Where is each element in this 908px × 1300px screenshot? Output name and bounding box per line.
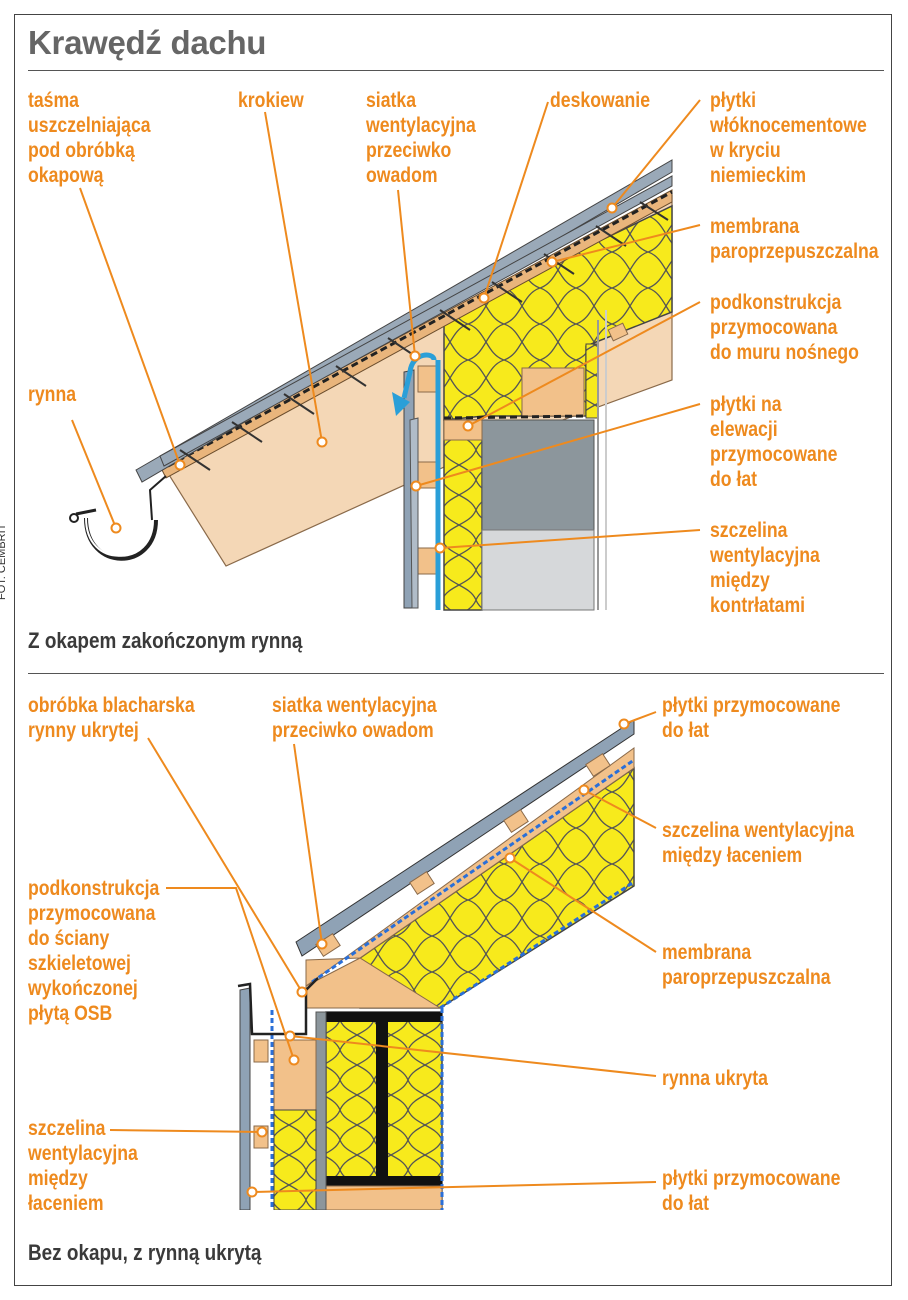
label-plytki-elewacji: płytki na elewacji przymocowane do łat	[710, 393, 838, 491]
wall-block	[481, 529, 595, 611]
label-deskowanie: deskowanie	[550, 89, 651, 112]
wall-insulation	[443, 419, 483, 611]
section-divider	[28, 673, 884, 674]
leader-rynna-ukryta	[289, 1035, 657, 1077]
callout-leaders	[71, 99, 701, 1198]
leader-krokiew	[264, 111, 323, 443]
label-szczelina-top: szczelina wentylacyjna między łaceniem	[662, 819, 855, 867]
bottom-section-drawing	[237, 719, 635, 1210]
leader-szczelina-left	[109, 1129, 263, 1133]
bottom-roof-tiles	[295, 719, 635, 957]
leader-podkonstrukcja	[467, 301, 701, 427]
label-siatka: siatka wentylacyjna przeciwko owadom	[366, 89, 476, 187]
leader-siatka-b	[293, 743, 323, 945]
leader-plytki-elewacji	[415, 403, 701, 487]
label-szczelina: szczelina wentylacyjna między kontrłatam…	[710, 519, 820, 617]
leader-deskowanie	[483, 101, 549, 299]
decking-board	[159, 189, 673, 479]
airflow-arrow	[401, 352, 437, 399]
hidden-gutter-flashing	[237, 977, 319, 1036]
leader-siatka	[397, 189, 416, 357]
label-rynna: rynna	[28, 383, 77, 406]
bottom-caption: Bez okapu, z rynną ukrytą	[28, 1240, 262, 1265]
label-podkonstrukcja: podkonstrukcja przymocowana do muru nośn…	[710, 291, 859, 364]
leader-rynna	[71, 419, 117, 529]
leader-plytki-wlokno	[611, 99, 701, 209]
wall-top-timber	[443, 419, 483, 441]
label-plytki-wlokno: płytki włóknocementowe w kryciu niemieck…	[710, 89, 867, 187]
leader-membrana	[551, 224, 701, 263]
wall-masonry	[481, 419, 595, 531]
label-krokiew: krokiew	[238, 89, 304, 112]
steel-beam-web	[376, 1012, 388, 1192]
title-divider	[28, 70, 884, 71]
label-membrana: membrana paroprzepuszczalna	[710, 215, 879, 263]
label-rynna-ukryta: rynna ukryta	[662, 1067, 768, 1090]
label-membrana-b: membrana paroprzepuszczalna	[662, 941, 831, 989]
leader-plytki-top	[623, 711, 657, 725]
leader-plytki-bottom	[251, 1181, 657, 1193]
gutter	[69, 475, 167, 561]
frame-border	[14, 14, 892, 1286]
label-plytki-bottom: płytki przymocowane do łat	[662, 1167, 841, 1215]
label-plytki-top: płytki przymocowane do łat	[662, 694, 841, 742]
leader-podkonstrukcja-b	[166, 887, 295, 1061]
top-roof-tiles	[135, 159, 673, 483]
label-szczelina-left: szczelina wentylacyjna między łaceniem	[28, 1117, 138, 1215]
leader-szczelina-top	[583, 789, 657, 829]
page-title: Krawędź dachu	[28, 24, 267, 61]
leader-membrana-b	[509, 857, 657, 953]
leader-tasma	[79, 187, 181, 466]
top-caption: Z okapem zakończonym rynną	[28, 628, 303, 653]
label-siatka-b: siatka wentylacyjna przeciwko owadom	[272, 694, 437, 742]
label-tasma: taśma uszczelniająca pod obróbką okapową	[28, 89, 151, 187]
leader-szczelina	[439, 529, 701, 549]
label-obrobka: obróbka blacharska rynny ukrytej	[28, 694, 195, 742]
label-podkonstrukcja-b: podkonstrukcja przymocowana do ściany sz…	[28, 877, 160, 1025]
top-section-drawing	[69, 159, 673, 611]
leader-obrobka	[147, 737, 303, 993]
